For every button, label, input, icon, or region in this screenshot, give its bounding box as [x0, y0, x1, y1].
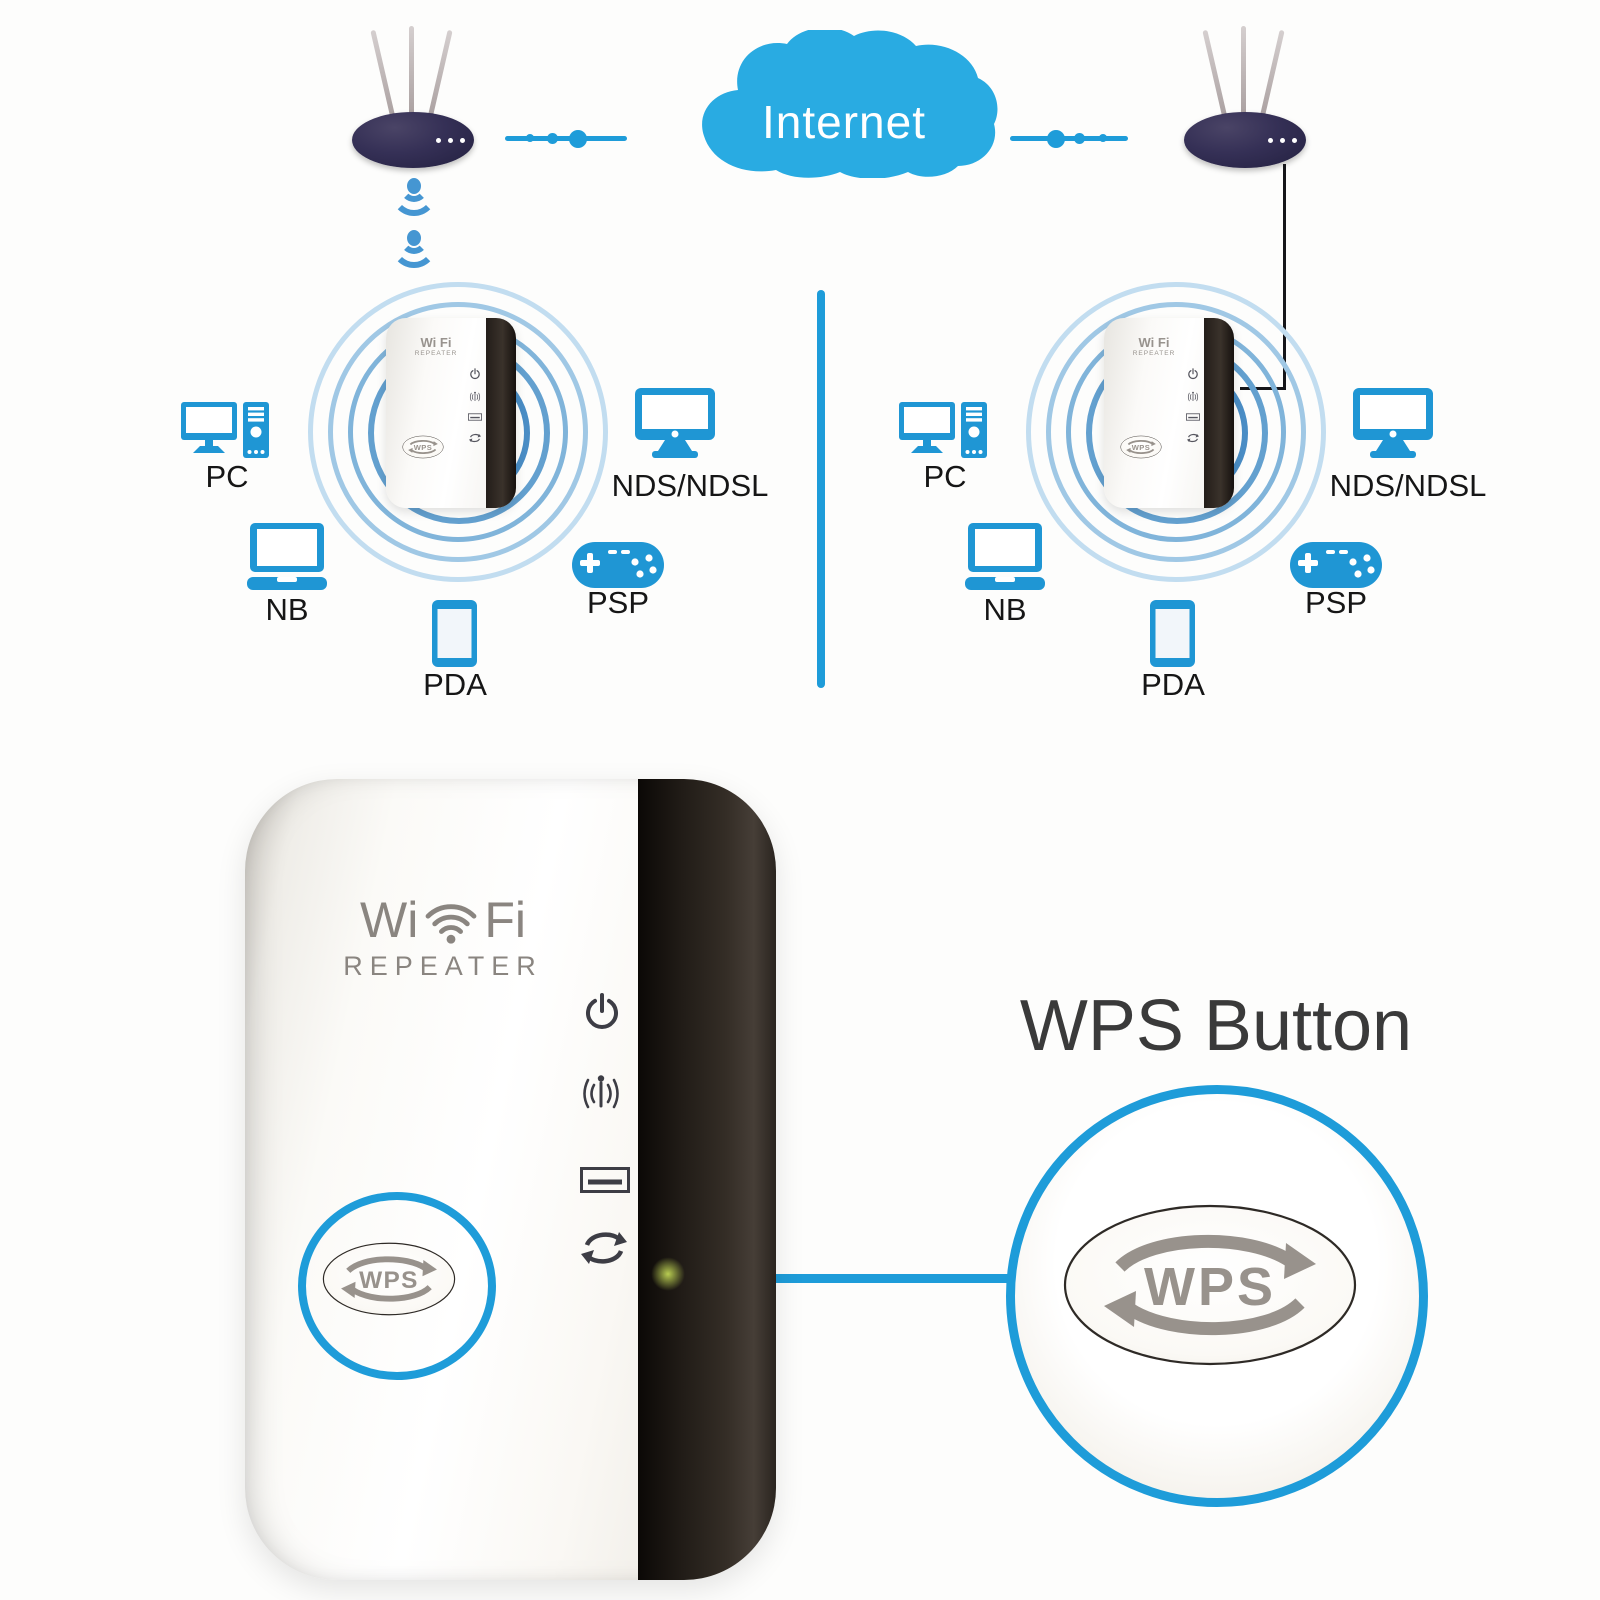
wifi-broadcast-icon — [468, 390, 482, 402]
repeater-dark-side — [1204, 318, 1234, 508]
router-icon — [1184, 112, 1306, 168]
repeater-dark-side — [486, 318, 516, 508]
wps-button-magnified: WPS — [1063, 1204, 1357, 1366]
psp-label: PSP — [1304, 585, 1368, 620]
antenna-icon — [1241, 26, 1246, 118]
product-dark-side — [638, 779, 776, 1580]
wps-highlight-ring — [298, 1192, 496, 1380]
wifi-repeater-device: Wi Fi REPEATER WPS — [386, 318, 516, 508]
nds-label: NDS/NDSL — [1329, 468, 1487, 503]
wps-button: WPS — [402, 435, 444, 459]
internet-cloud-icon — [702, 30, 998, 178]
pda-label: PDA — [423, 667, 487, 702]
product-logo-sub: REPEATER — [343, 951, 543, 981]
wps-button: WPS — [1120, 435, 1162, 459]
pc-icon — [181, 402, 273, 460]
antenna-icon — [1202, 29, 1228, 121]
psp-icon — [1290, 542, 1382, 588]
power-icon — [1187, 368, 1199, 380]
repeater-logo: Wi Fi REPEATER — [1132, 335, 1176, 357]
svg-text:WPS: WPS — [414, 443, 432, 452]
ethernet-port-icon — [580, 1167, 630, 1193]
ethernet-cable-line — [1283, 164, 1286, 390]
sync-icon — [469, 433, 481, 443]
wps-callout-title: WPS Button — [1019, 986, 1413, 1066]
internet-label: Internet — [762, 96, 926, 148]
pc-label: PC — [205, 459, 249, 494]
antenna-icon — [427, 29, 453, 121]
wifi-signal-down-icon — [388, 230, 440, 278]
svg-text:WPS: WPS — [1132, 443, 1150, 452]
nds-monitor-icon — [1353, 388, 1433, 460]
antenna-icon — [370, 29, 396, 121]
pda-icon — [1150, 600, 1195, 667]
section-divider — [817, 290, 825, 688]
psp-icon — [572, 542, 664, 588]
wifi-broadcast-icon — [577, 1069, 625, 1111]
pc-label: PC — [923, 459, 967, 494]
logo-wi: Wi — [360, 892, 419, 948]
logo-fi: Fi — [484, 892, 526, 948]
ethernet-port-icon — [468, 413, 482, 421]
router-icon — [352, 112, 474, 168]
laptop-icon — [965, 523, 1045, 590]
repeater-logo: Wi Fi REPEATER — [414, 335, 458, 357]
wifi-repeater-device: Wi Fi REPEATER WPS — [1104, 318, 1234, 508]
laptop-icon — [247, 523, 327, 590]
ethernet-port-icon — [1186, 413, 1200, 421]
wifi-repeater-product: Wi Fi REPEATER WPS — [245, 779, 776, 1580]
sync-icon — [581, 1229, 627, 1267]
status-led — [651, 1257, 685, 1291]
power-icon — [469, 368, 481, 380]
wifi-broadcast-icon — [1186, 390, 1200, 402]
nb-label: NB — [265, 592, 309, 627]
antenna-icon — [409, 26, 414, 118]
power-icon — [582, 992, 622, 1032]
nds-monitor-icon — [635, 388, 715, 460]
nds-label: NDS/NDSL — [611, 468, 769, 503]
nb-label: NB — [983, 592, 1027, 627]
pda-label: PDA — [1141, 667, 1205, 702]
sync-icon — [1187, 433, 1199, 443]
pda-icon — [432, 600, 477, 667]
product-logo: Wi Fi — [245, 895, 641, 945]
wifi-signal-down-icon — [388, 178, 440, 226]
wifi-logo-icon — [422, 898, 480, 944]
svg-text:WPS: WPS — [1144, 1257, 1276, 1317]
antenna-icon — [1259, 29, 1285, 121]
pc-icon — [899, 402, 991, 460]
psp-label: PSP — [586, 585, 650, 620]
